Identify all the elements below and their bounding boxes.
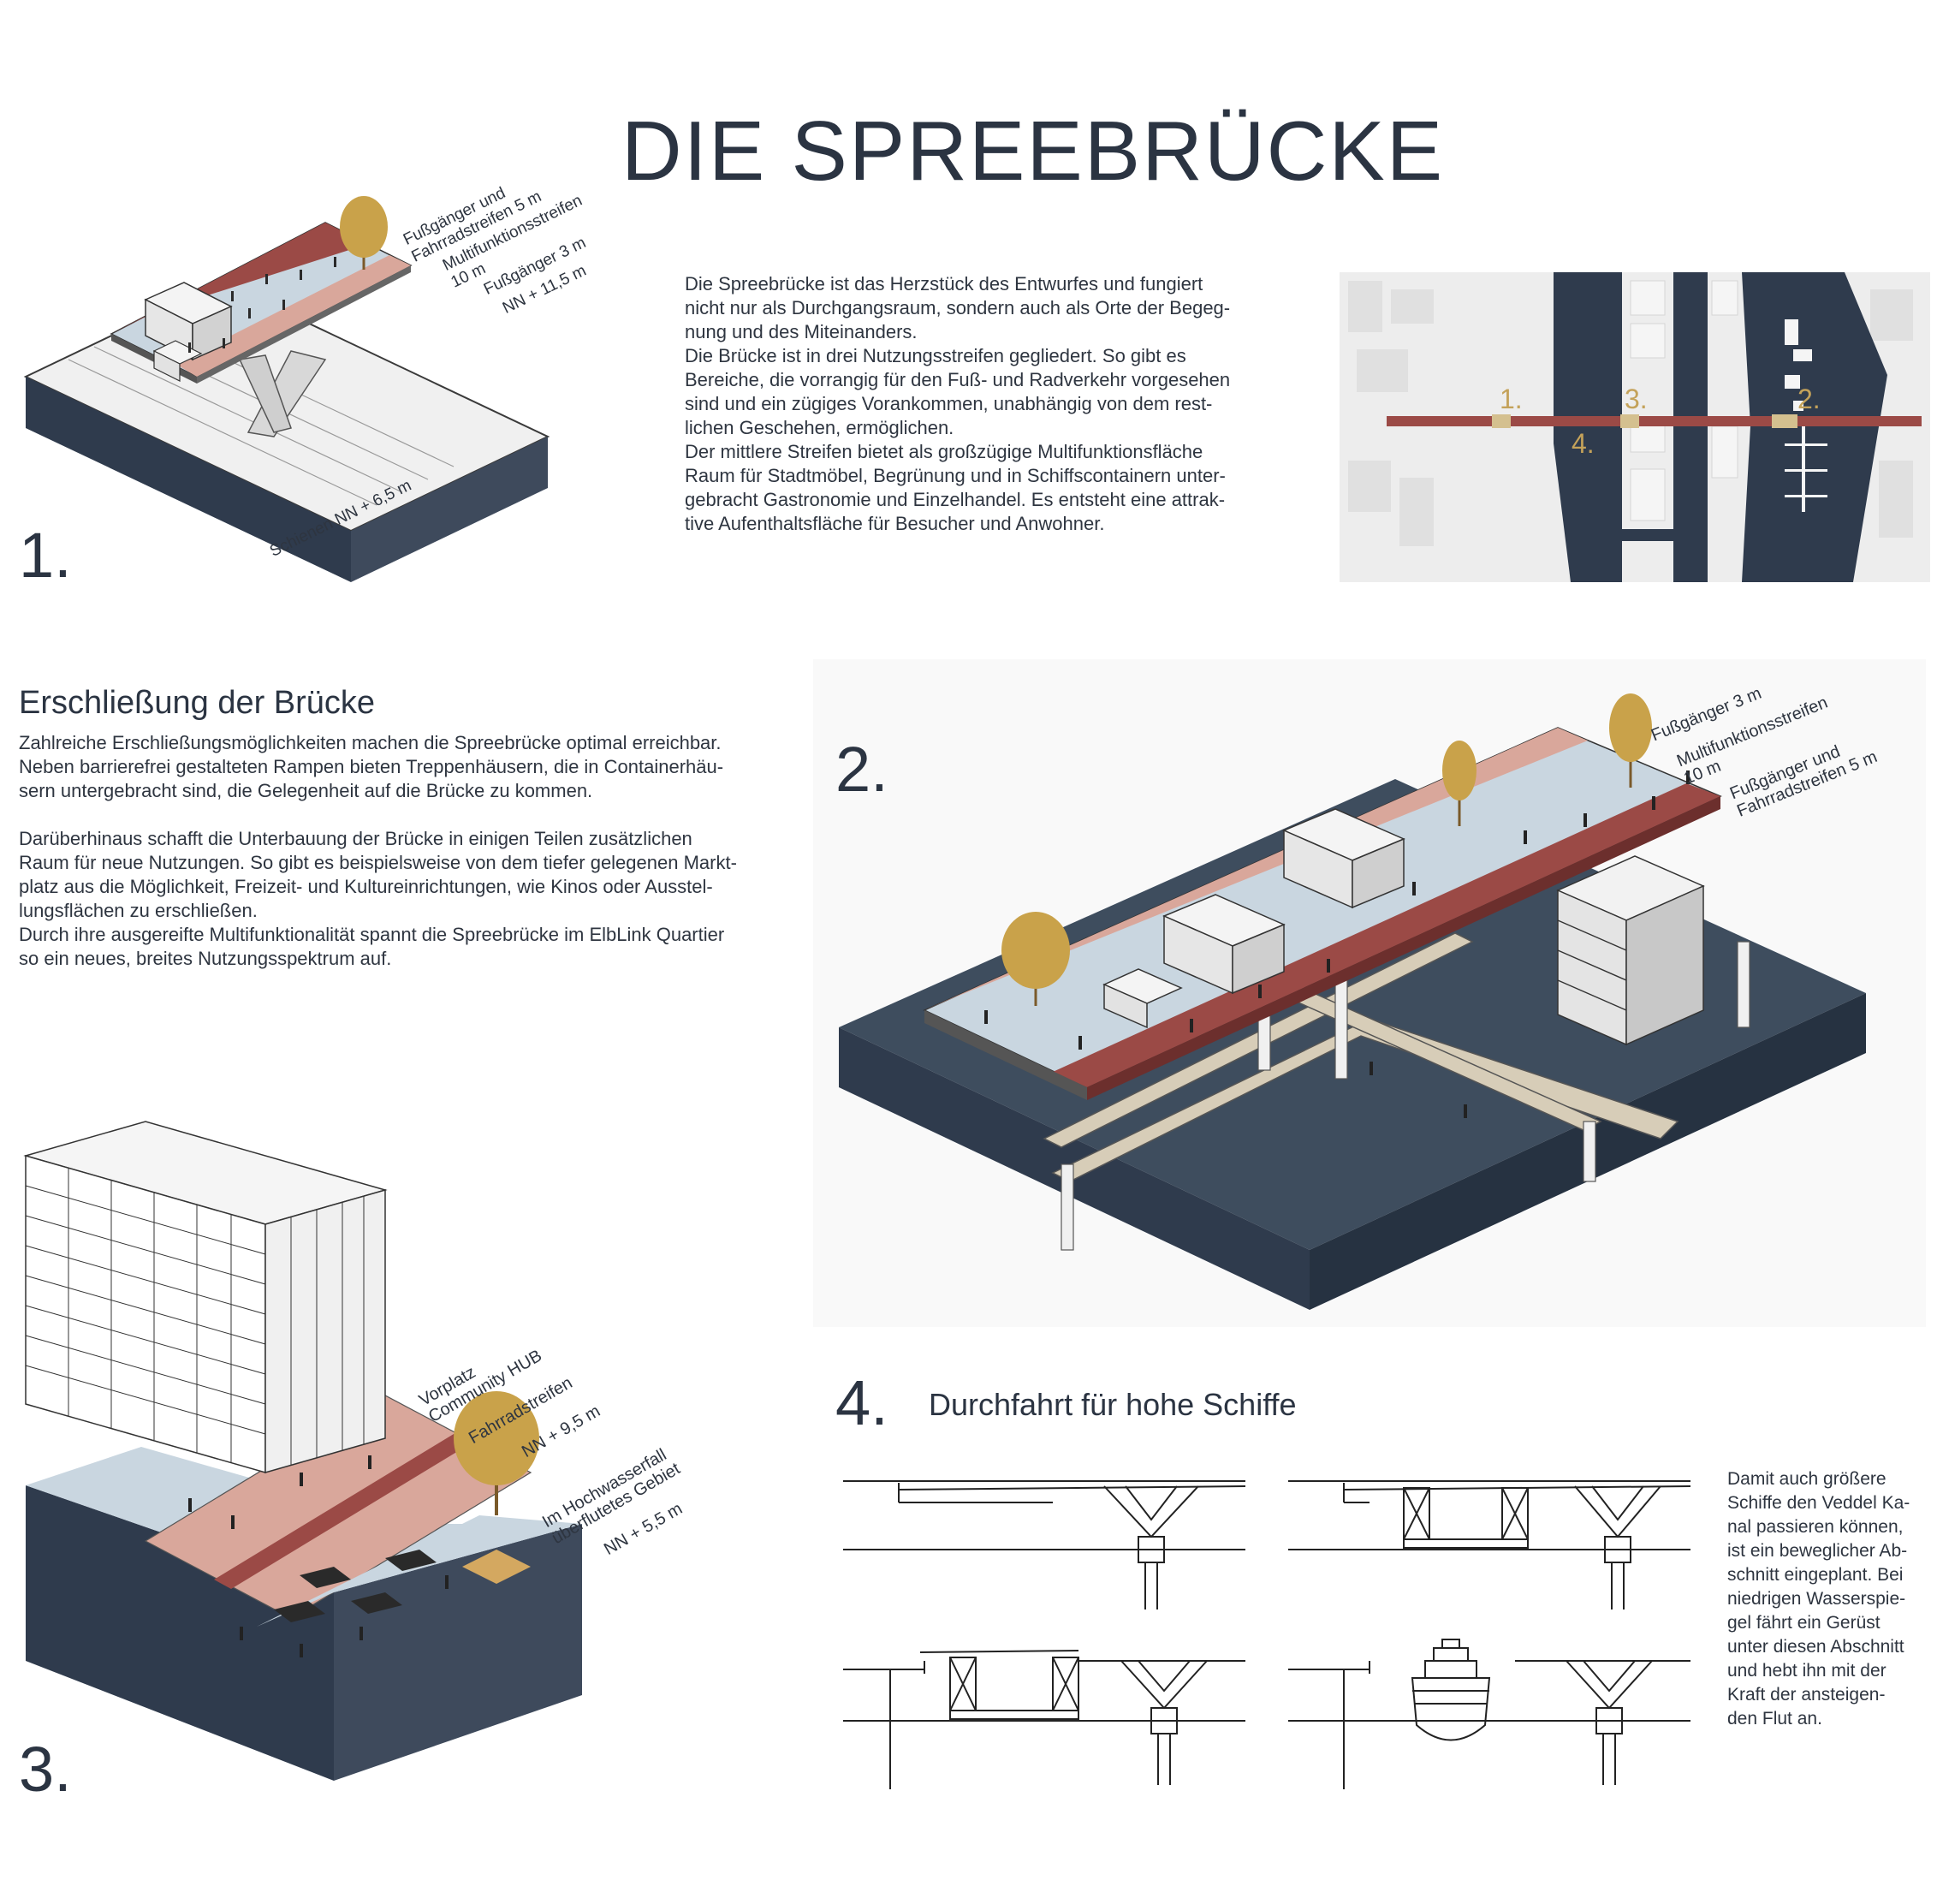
section-4-heading: Durchfahrt für hohe Schiffe <box>929 1387 1297 1422</box>
map-marker-2: 2. <box>1797 384 1821 414</box>
diagram-2-axonometric <box>813 659 1926 1327</box>
section-4-number: 4. <box>835 1367 888 1438</box>
map-marker-4: 4. <box>1572 428 1595 459</box>
access-text: Zahlreiche Erschließungsmöglichkeiten ma… <box>19 732 737 969</box>
access-heading: Erschließung der Brücke <box>19 685 376 721</box>
ship-passage-sketch-3 <box>843 1650 1245 1789</box>
ship-passage-sketch-4 <box>1288 1639 1690 1789</box>
diagram-1-axonometric <box>23 196 550 582</box>
map-marker-1: 1. <box>1500 384 1523 414</box>
diagram-3-number: 3. <box>19 1734 72 1805</box>
ship-passage-sketch-2 <box>1288 1480 1691 1609</box>
diagram-1-number: 1. <box>19 520 72 591</box>
section-4-text: Damit auch größere Schiffe den Veddel Ka… <box>1727 1469 1910 1728</box>
site-map <box>1340 272 1930 582</box>
diagram-2-number: 2. <box>835 734 888 805</box>
ship-passage-sketch-1 <box>843 1480 1246 1609</box>
page-title: DIE SPREEBRÜCKE <box>621 104 1445 198</box>
intro-text: Die Spreebrücke ist das Herzstück des En… <box>685 273 1231 534</box>
map-marker-3: 3. <box>1625 384 1648 414</box>
diagram-3-axonometric <box>23 1121 582 1781</box>
